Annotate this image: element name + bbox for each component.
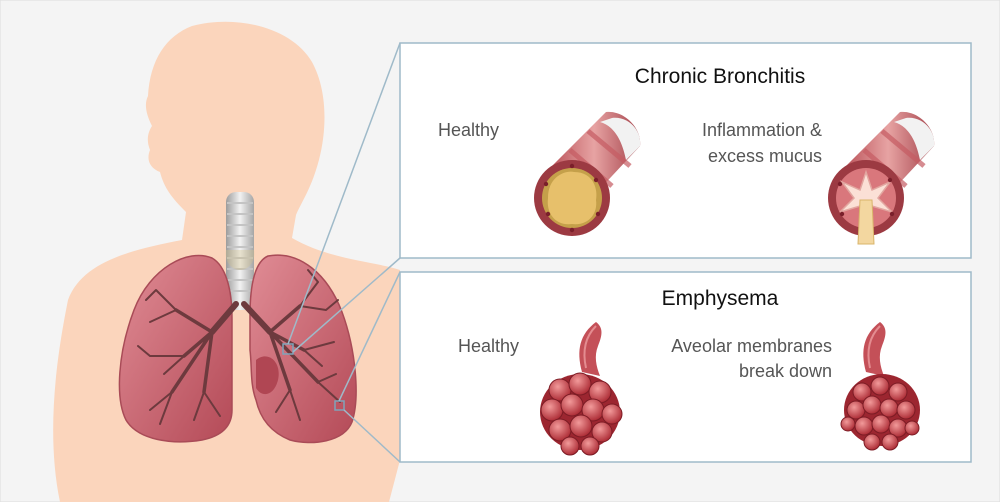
bronchitis-title: Chronic Bronchitis — [635, 65, 805, 88]
healthy-airway-illustration — [534, 111, 641, 236]
emphysema-disease-label-line-1: Aveolar membranes — [671, 336, 832, 356]
damaged-alveoli-illustration — [840, 322, 920, 451]
bronchitis-healthy-label: Healthy — [438, 120, 499, 140]
trachea — [225, 192, 255, 310]
bronchial-tree — [137, 269, 341, 425]
bronchitis-panel: Chronic Bronchitis Healthy Inflammation … — [399, 42, 972, 259]
emphysema-panel: Emphysema Healthy Aveolar membranes brea… — [399, 271, 972, 463]
bronchitis-disease-label-line-2: excess mucus — [708, 146, 822, 166]
heart-notch — [256, 356, 279, 395]
callout-lines — [287, 42, 401, 463]
emphysema-disease-label-line-2: break down — [739, 361, 832, 381]
inflamed-airway-illustration — [828, 111, 935, 245]
healthy-alveoli-illustration — [540, 322, 623, 456]
emphysema-healthy-label: Healthy — [458, 336, 519, 356]
emphysema-title: Emphysema — [662, 287, 779, 310]
bronchitis-disease-label-line-1: Inflammation & — [702, 120, 822, 140]
